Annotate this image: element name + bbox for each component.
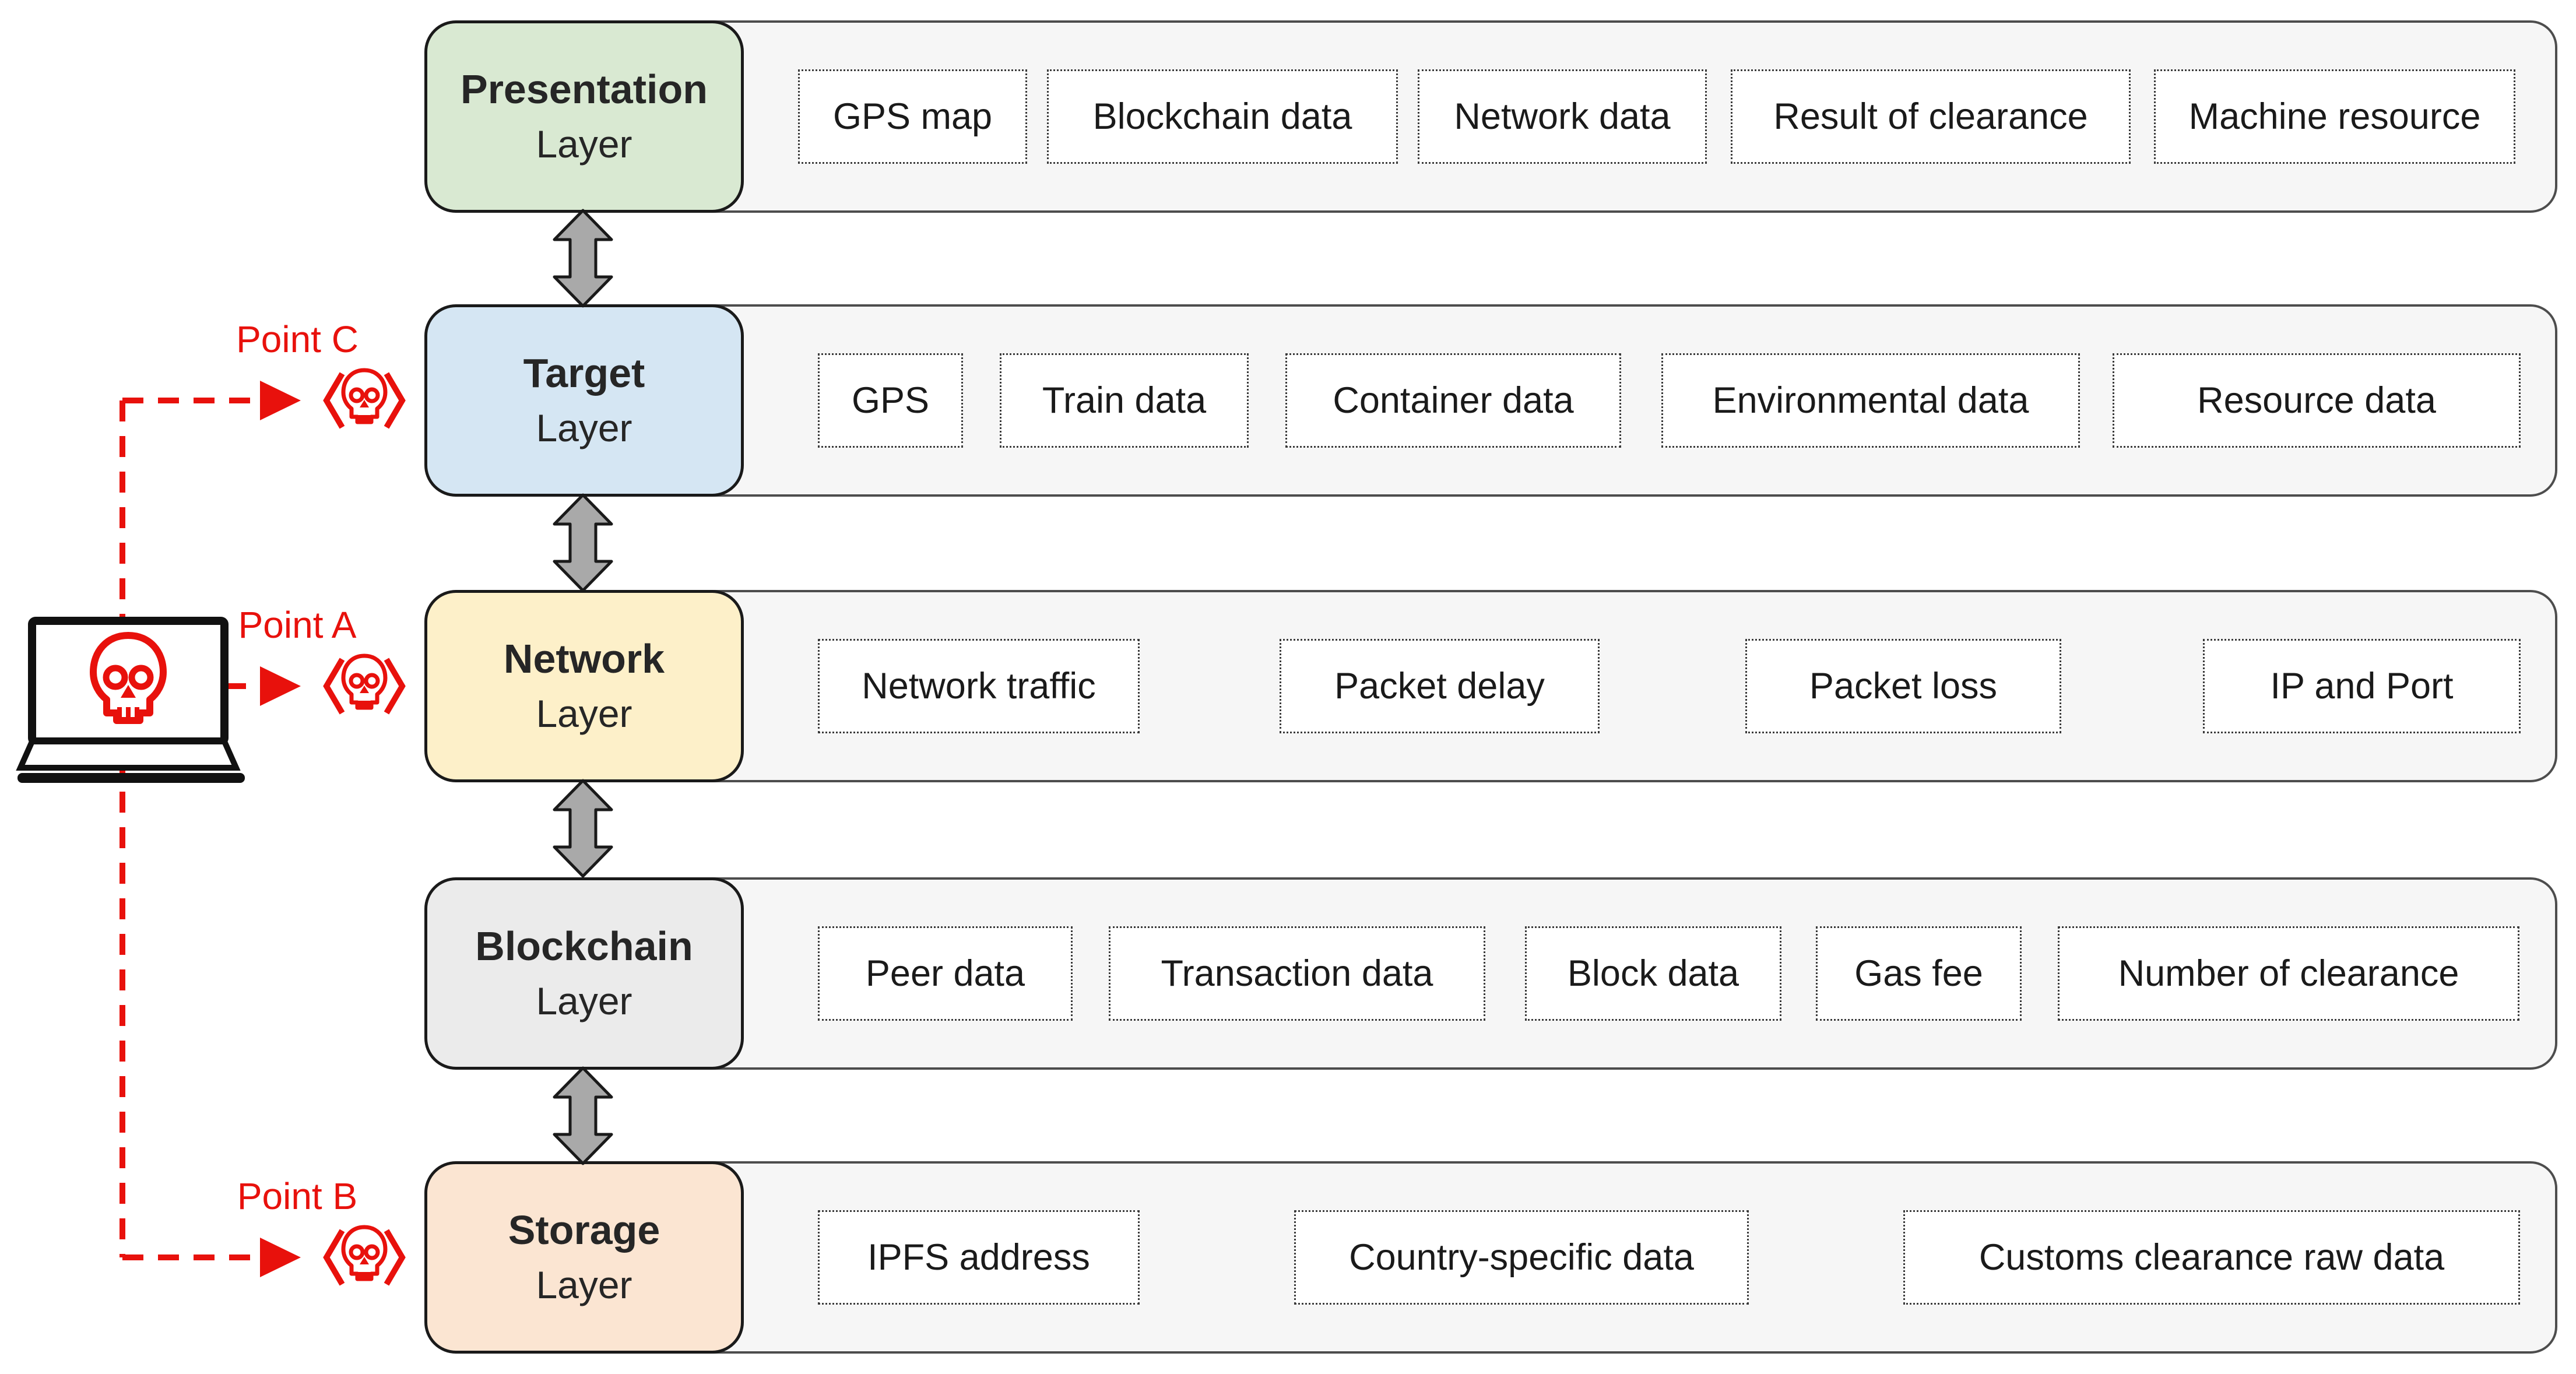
double-arrow-icon — [551, 778, 615, 878]
skull-code-icon — [318, 651, 411, 721]
layer-subtitle: Layer — [536, 122, 632, 166]
data-item: Packet loss — [1745, 639, 2061, 733]
skull-code-icon — [318, 366, 411, 435]
data-item: Result of clearance — [1731, 69, 2131, 164]
skull-code-icon — [318, 1222, 411, 1292]
data-item: Resource data — [2113, 353, 2521, 448]
double-arrow-icon — [551, 208, 615, 308]
data-item: Train data — [1000, 353, 1249, 448]
data-item: Container data — [1285, 353, 1621, 448]
double-arrow-icon — [551, 493, 615, 593]
data-item: IPFS address — [818, 1210, 1140, 1305]
data-item: Network traffic — [818, 639, 1140, 733]
data-item: Network data — [1418, 69, 1707, 164]
data-item: Block data — [1525, 926, 1781, 1021]
data-item: GPS map — [798, 69, 1027, 164]
data-item: Peer data — [818, 926, 1073, 1021]
data-item: IP and Port — [2203, 639, 2521, 733]
layer-subtitle: Layer — [536, 692, 632, 735]
data-item: Transaction data — [1109, 926, 1485, 1021]
layer-title: Blockchain — [475, 923, 693, 969]
skull-icon — [90, 632, 167, 724]
layer-title: Target — [523, 350, 645, 396]
data-item: GPS — [818, 353, 963, 448]
layer-title: Network — [503, 636, 665, 681]
point-b-label: Point B — [237, 1175, 358, 1217]
data-item: Packet delay — [1280, 639, 1600, 733]
layer-title: Presentation — [461, 66, 708, 112]
point-c-label: Point C — [236, 318, 359, 360]
point-a-label: Point A — [238, 604, 357, 646]
data-item: Environmental data — [1661, 353, 2080, 448]
double-arrow-icon — [551, 1066, 615, 1166]
layer-subtitle: Layer — [536, 979, 632, 1022]
arrowhead-point-c — [260, 381, 301, 420]
layer-title: Storage — [508, 1207, 660, 1253]
data-item: Number of clearance — [2058, 926, 2519, 1021]
data-item: Customs clearance raw data — [1903, 1210, 2520, 1305]
data-item: Gas fee — [1816, 926, 2022, 1021]
data-item: Country-specific data — [1294, 1210, 1749, 1305]
laptop-skull-icon — [16, 617, 245, 783]
data-item: Machine resource — [2154, 69, 2515, 164]
arrowhead-point-a — [260, 666, 301, 706]
layer-subtitle: Layer — [536, 406, 632, 449]
arrowhead-point-b — [260, 1238, 301, 1277]
data-item: Blockchain data — [1047, 69, 1398, 164]
layer-subtitle: Layer — [536, 1263, 632, 1306]
